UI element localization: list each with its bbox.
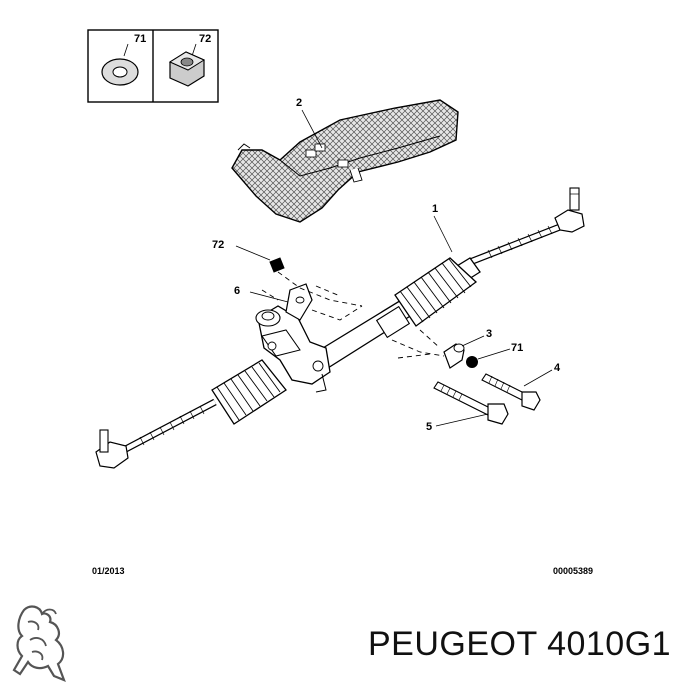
date-code: 01/2013: [92, 566, 125, 576]
callout-washer: 71: [511, 342, 523, 354]
callout-bracket: 6: [234, 285, 240, 297]
peugeot-lion-logo-icon: [12, 605, 66, 682]
legend-label-nut: 72: [199, 33, 211, 45]
short-bolt-part: [481, 373, 541, 411]
bracket-part: [285, 283, 313, 321]
callout-heat-shield: 2: [296, 97, 302, 109]
callout-bolt-short: 4: [554, 362, 561, 374]
callout-rack: 1: [432, 203, 438, 215]
legend-box: 71 72: [87, 29, 219, 103]
heat-shield: [231, 99, 459, 223]
long-bolt-part: [433, 381, 509, 425]
washer-part: [466, 356, 478, 368]
callout-bolt-long: 5: [426, 421, 432, 433]
washer-icon: [101, 58, 139, 86]
assembly-guides: [261, 271, 445, 359]
drawing-number: 00005389: [553, 566, 594, 576]
brand-part-caption: PEUGEOT 4010G1: [368, 625, 672, 663]
nut-part: [269, 257, 285, 273]
legend-label-washer: 71: [134, 33, 146, 45]
callout-sleeve: 3: [486, 328, 492, 340]
callout-nut: 72: [212, 239, 224, 251]
sleeve-part: [443, 343, 465, 369]
square-nut-icon: [168, 51, 206, 87]
steering-rack: [95, 187, 585, 469]
